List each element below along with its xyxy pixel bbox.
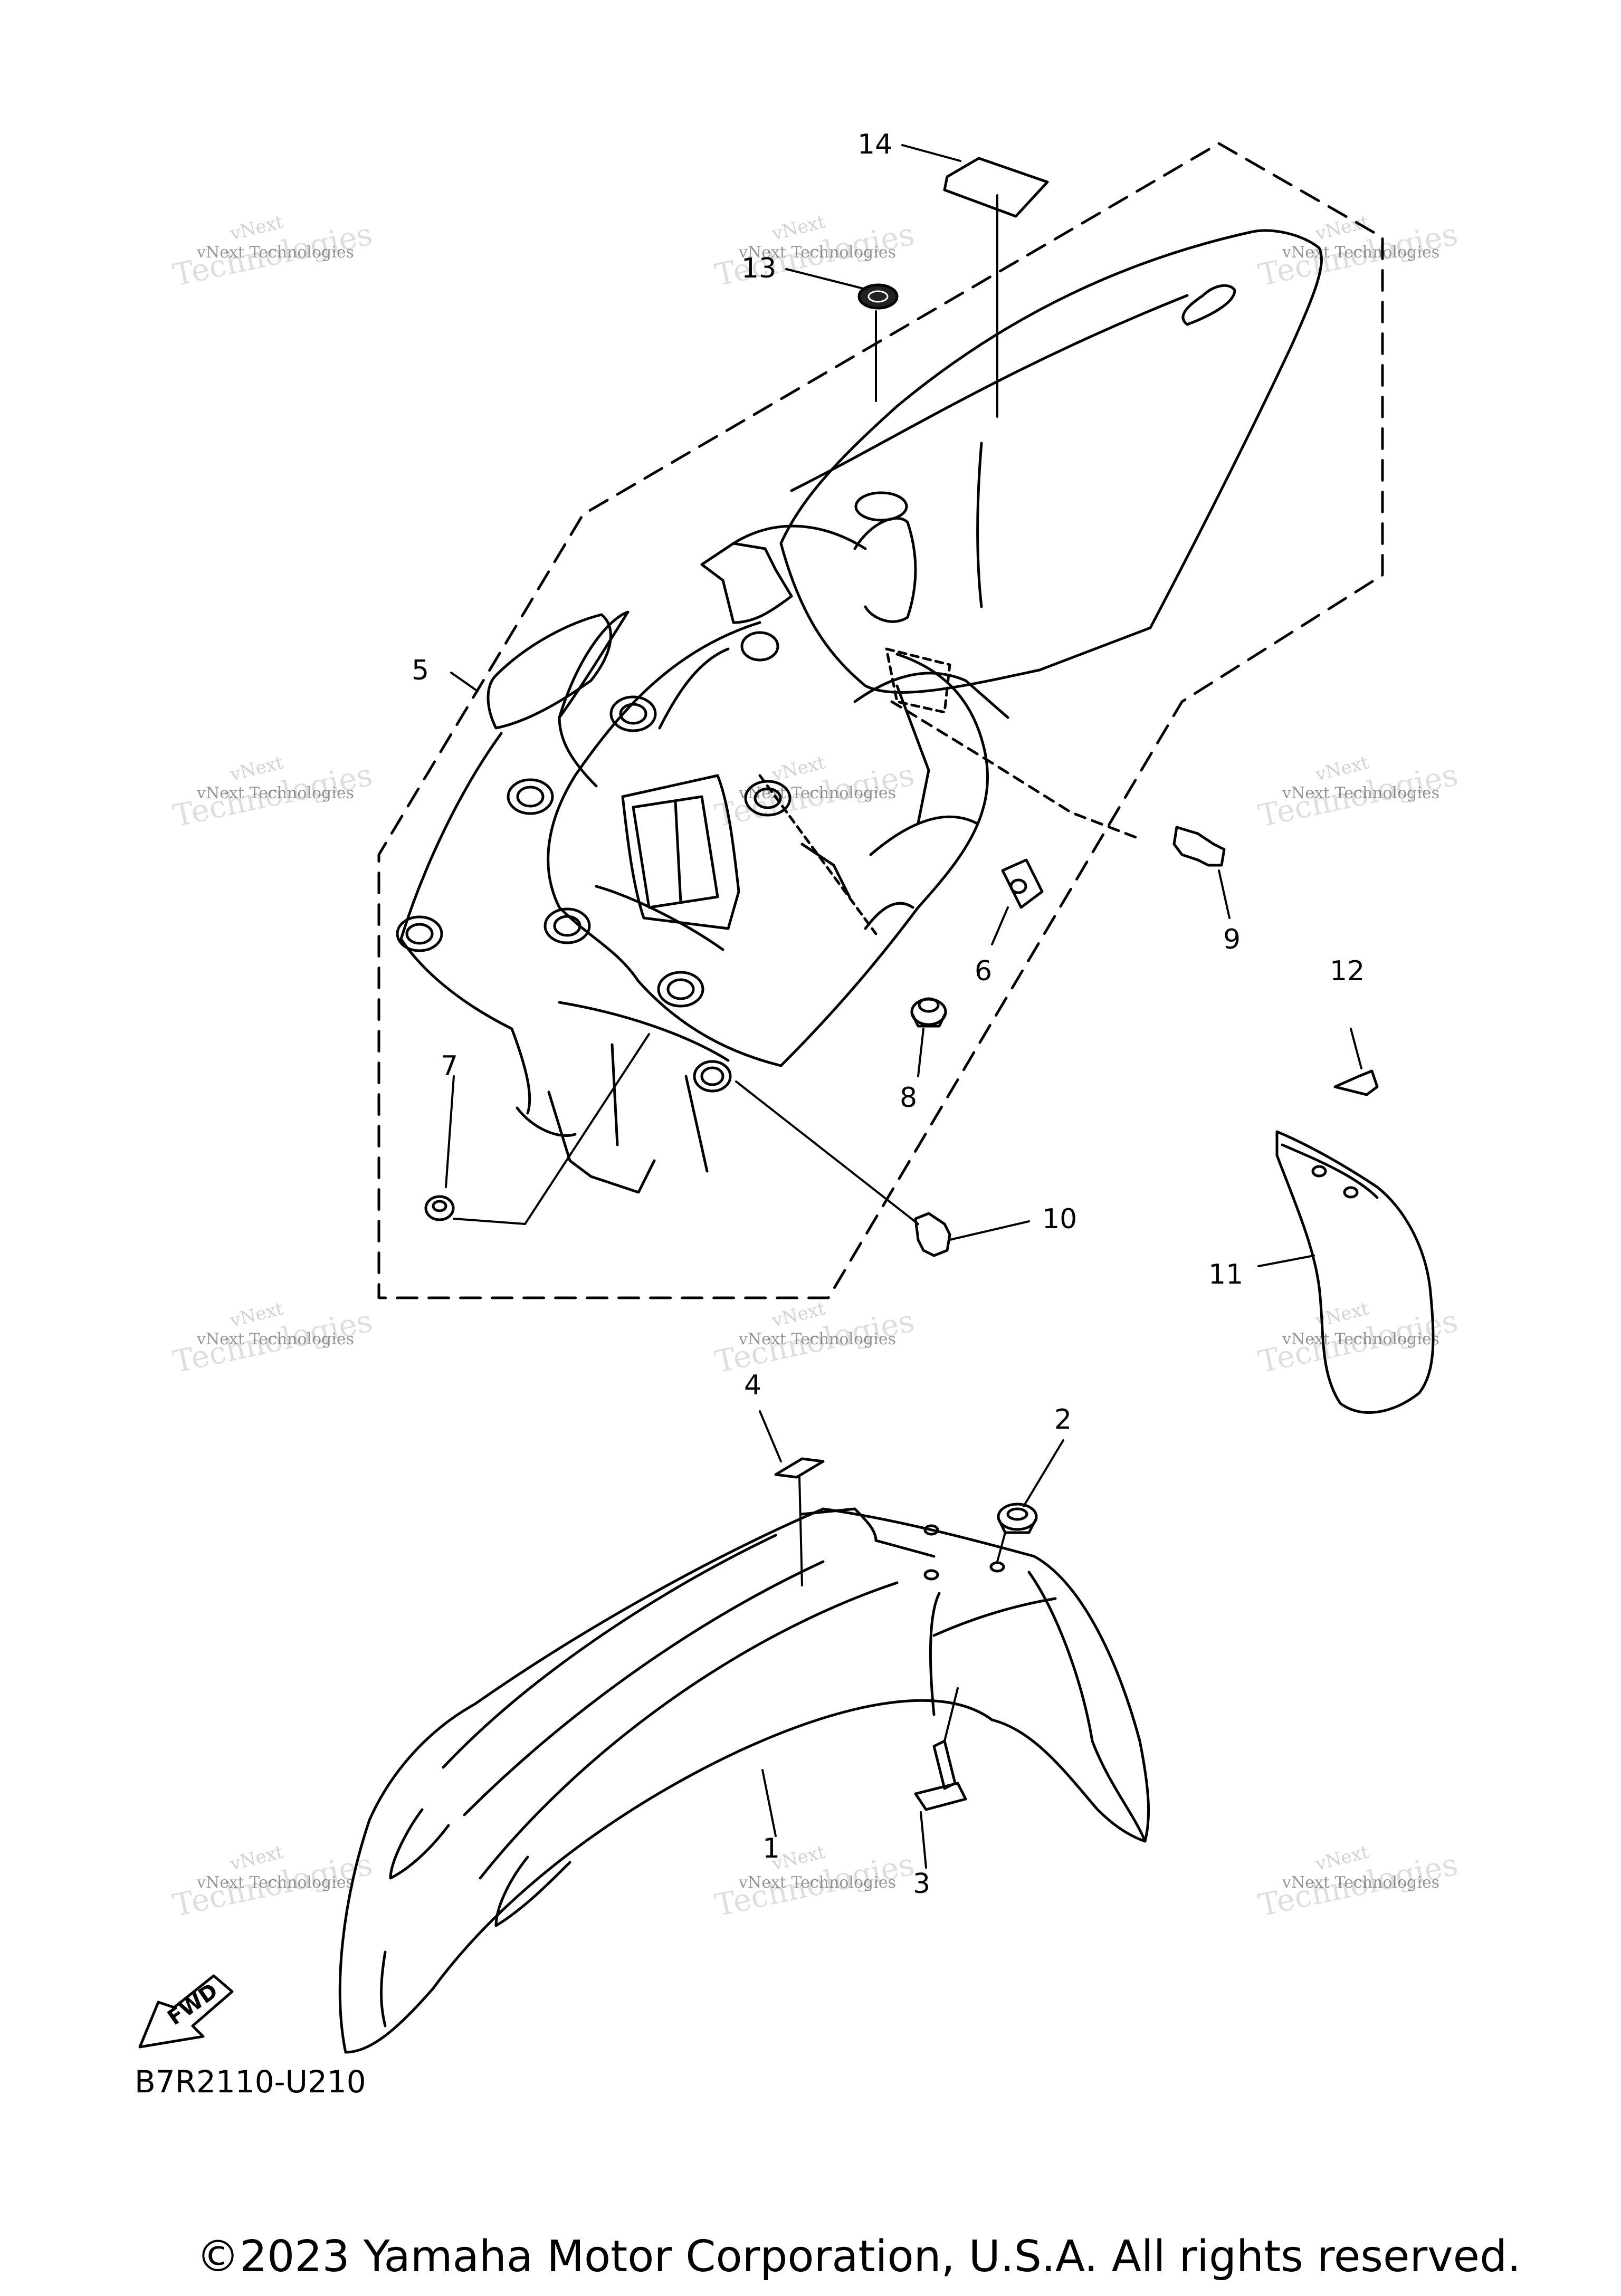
callout-14: 14 [857, 129, 893, 160]
callout-4: 4 [744, 1370, 762, 1401]
callout-1: 1 [762, 1833, 780, 1864]
callout-12: 12 [1330, 955, 1365, 987]
bolt-10 [914, 1212, 951, 1257]
callout-8: 8 [900, 1082, 918, 1114]
mounting-holes [396, 491, 908, 1093]
callout-7: 7 [441, 1050, 459, 1082]
leader-lines [445, 144, 1362, 1869]
damper-7 [424, 1195, 455, 1221]
callout-5: 5 [412, 655, 430, 686]
label-14 [943, 157, 1049, 218]
emblem-13 [857, 283, 899, 310]
front-fender [338, 1507, 1150, 2054]
callout-9: 9 [1223, 924, 1241, 955]
assembly-boundary [377, 142, 1384, 1299]
callout-13: 13 [741, 253, 777, 284]
rear-fender [399, 229, 1323, 1194]
diagram-code: B7R2110-U210 [135, 2064, 366, 2100]
label-4 [774, 1457, 825, 1479]
grommet-8 [910, 997, 947, 1028]
callout-10: 10 [1042, 1203, 1078, 1235]
nut-6 [1001, 858, 1044, 909]
grommet-2 [997, 1503, 1038, 1534]
bolt-3 [932, 1739, 957, 1790]
fwd-label: FWD [163, 1978, 222, 2030]
bolt-9 [1172, 826, 1226, 867]
rivet-12 [1333, 1069, 1379, 1096]
copyright-notice: ©2023 Yamaha Motor Corporation, U.S.A. A… [196, 2232, 1521, 2282]
mud-flap-11 [1275, 1130, 1435, 1414]
callout-11: 11 [1208, 1259, 1244, 1290]
callout-6: 6 [975, 955, 993, 987]
callout-2: 2 [1054, 1404, 1072, 1436]
fwd-arrow-icon: FWD [138, 1974, 234, 2049]
callout-3: 3 [913, 1868, 931, 1900]
